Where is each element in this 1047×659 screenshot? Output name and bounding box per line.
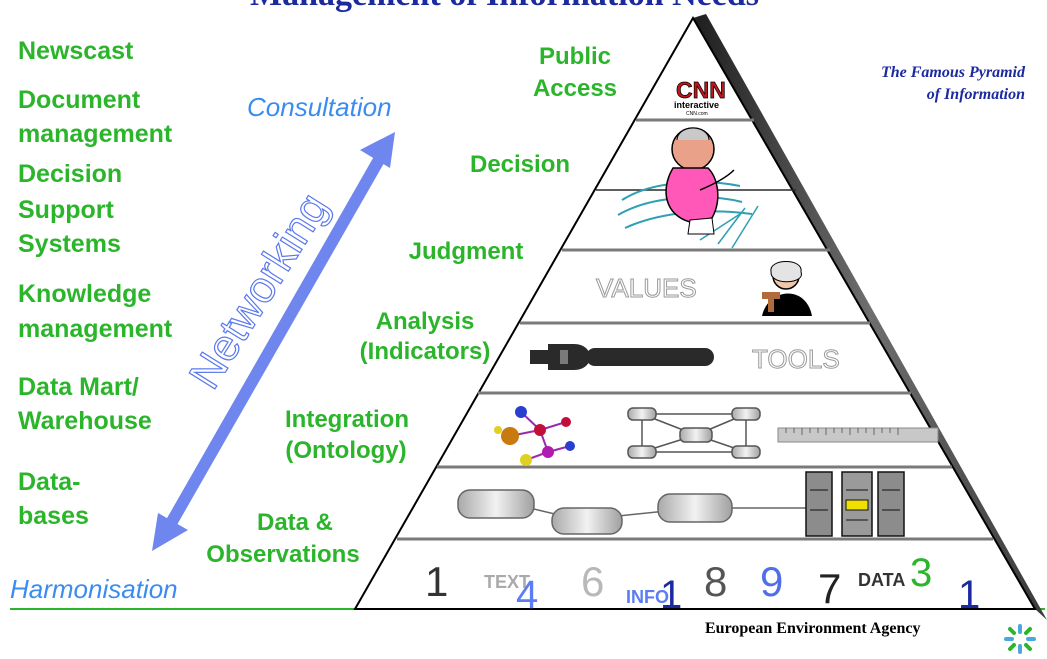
- base-item: 9: [760, 558, 783, 605]
- level-access: Access: [532, 75, 618, 102]
- harmonisation-label: Harmonisation: [10, 574, 178, 604]
- pyramid-side-face: [693, 14, 1047, 620]
- left-item-bases: bases: [18, 502, 89, 530]
- decision-person-illustration: [617, 127, 759, 249]
- cnn-interactive: interactive: [674, 100, 719, 110]
- cnn-wordmark: CNN: [676, 77, 726, 103]
- base-item: 3: [910, 551, 932, 595]
- level-analysis: Analysis: [375, 308, 475, 335]
- base-item: 6: [581, 558, 604, 605]
- base-item: 1: [958, 573, 980, 617]
- consultation-label: Consultation: [247, 92, 392, 122]
- left-item-warehouse: Warehouse: [18, 407, 152, 435]
- molecule-illustration: [494, 406, 575, 466]
- network-illustration: [627, 407, 761, 459]
- arrow-head-bottom: [152, 513, 188, 551]
- base-row: 1 TEXT 4 6 INFO 1 8 9 7 DATA 3 1: [425, 551, 980, 617]
- judge-illustration: [762, 261, 812, 316]
- left-item-document: Document: [18, 86, 141, 114]
- left-item-support: Support: [18, 196, 114, 224]
- base-item: INFO: [626, 587, 669, 607]
- left-item-decision: Decision: [18, 160, 123, 188]
- tier-lines: [397, 118, 993, 541]
- networking-arrow-shaft: [164, 155, 386, 528]
- wrench-illustration: [530, 344, 714, 370]
- filing-cabinet-illustration: [805, 471, 905, 537]
- database-illustration: [457, 489, 808, 535]
- level-ontology: (Ontology): [285, 437, 407, 464]
- left-item-management: management: [18, 120, 173, 148]
- level-decision: Decision: [469, 151, 571, 178]
- left-item-datamart: Data Mart/: [18, 373, 139, 401]
- base-item: 1: [660, 573, 682, 617]
- base-item: 4: [516, 573, 538, 617]
- base-item: DATA: [858, 570, 905, 590]
- tools-label: TOOLS: [752, 344, 840, 374]
- famous-line-2: of Information: [926, 86, 1025, 103]
- footer-agency: European Environment Agency: [705, 620, 921, 637]
- level-integration: Integration: [285, 406, 409, 433]
- level-judgment: Judgment: [408, 238, 524, 265]
- arrow-head-top: [360, 132, 395, 168]
- cnn-url: CNN.com: [686, 111, 708, 117]
- famous-line-1: The Famous Pyramid: [880, 64, 1025, 81]
- page-title: Management of Information Needs: [250, 0, 890, 14]
- level-observations: Observations: [206, 541, 360, 568]
- base-item: 1: [425, 558, 448, 605]
- cnn-logo: CNN interactive CNN.com: [674, 77, 726, 117]
- left-item-management-2: management: [18, 315, 173, 343]
- base-item: 8: [704, 558, 727, 605]
- ruler-illustration: [777, 427, 939, 443]
- level-indicators: (Indicators): [359, 338, 491, 365]
- left-item-systems: Systems: [18, 230, 121, 258]
- values-label: VALUES: [596, 273, 697, 303]
- base-item: TEXT: [484, 572, 530, 592]
- level-data: Data &: [256, 509, 334, 536]
- level-public: Public: [538, 43, 611, 70]
- left-item-data: Data-: [18, 468, 81, 496]
- famous-pyramid-caption: The Famous Pyramid of Information: [815, 62, 1025, 106]
- left-item-knowledge: Knowledge: [18, 280, 152, 308]
- eea-logo-icon: [1004, 624, 1036, 654]
- base-item: 7: [818, 565, 841, 612]
- left-item-newscast: Newscast: [18, 37, 134, 65]
